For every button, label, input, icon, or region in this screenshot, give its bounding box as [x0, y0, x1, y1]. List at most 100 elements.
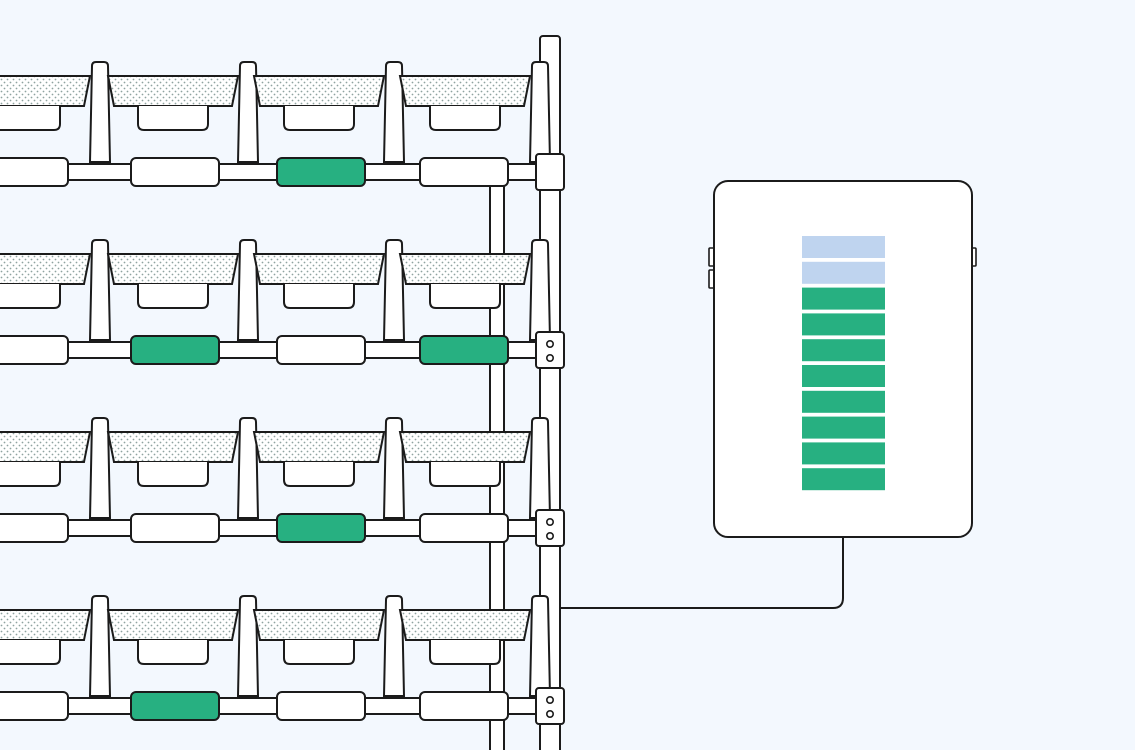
shelf-label-icon	[276, 335, 366, 365]
bolt-icon	[545, 517, 554, 526]
shelf-label-icon	[276, 157, 366, 187]
tray-body	[106, 609, 240, 641]
meter-segment-filled	[802, 468, 885, 491]
tray-divider	[236, 417, 260, 519]
shelf-label-icon	[276, 691, 366, 721]
tray-divider	[88, 595, 112, 697]
tray-body	[252, 253, 386, 285]
tray-divider	[236, 61, 260, 163]
seed-tray-icon	[106, 595, 260, 697]
seed-tray-icon	[252, 595, 406, 697]
bolt-icon	[545, 353, 554, 362]
tray-divider	[236, 239, 260, 341]
shelf-label-icon	[0, 691, 69, 721]
shelf-label-icon	[419, 335, 509, 365]
tray-divider	[528, 595, 552, 697]
post-bracket	[535, 509, 565, 547]
tray-body	[252, 431, 386, 463]
tray-divider	[382, 61, 406, 163]
shelf-label-icon	[0, 513, 69, 543]
seed-tray-icon	[0, 595, 112, 697]
tray-divider	[382, 595, 406, 697]
shelf-label-icon	[419, 157, 509, 187]
tray-body	[398, 609, 532, 641]
tray-divider	[382, 239, 406, 341]
level-meter	[708, 180, 977, 538]
front-post	[539, 35, 561, 750]
tray-divider	[528, 239, 552, 341]
seed-tray-icon	[398, 61, 552, 163]
meter-segment-filled	[802, 313, 885, 336]
shelf-label-icon	[419, 691, 509, 721]
tray-cup	[137, 640, 209, 665]
tray-cup	[429, 106, 501, 131]
tray-body	[0, 253, 92, 285]
seed-tray-icon	[0, 417, 112, 519]
tray-cup	[283, 284, 355, 309]
shelf-1	[0, 61, 565, 191]
tray-divider	[88, 417, 112, 519]
bracket-plate	[535, 153, 565, 191]
level-meter-icon	[708, 180, 977, 538]
tray-body	[0, 75, 92, 107]
tray-cup	[283, 462, 355, 487]
tray-cup	[0, 640, 61, 665]
seed-tray-icon	[252, 61, 406, 163]
bracket-plate	[535, 331, 565, 369]
tray-body	[106, 253, 240, 285]
tray-cup	[283, 640, 355, 665]
tray-cup	[429, 462, 501, 487]
bolt-icon	[545, 531, 554, 540]
bracket-plate	[535, 509, 565, 547]
shelf-label-icon	[0, 335, 69, 365]
bolt-icon	[545, 695, 554, 704]
seed-tray-icon	[398, 417, 552, 519]
meter-segment-filled	[802, 365, 885, 387]
tray-divider	[528, 61, 552, 163]
seed-tray-icon	[106, 239, 260, 341]
tray-divider	[236, 595, 260, 697]
meter-segment-filled	[802, 442, 885, 465]
post-bracket	[535, 331, 565, 369]
meter-segment-empty	[802, 236, 885, 258]
tray-cup	[429, 284, 501, 309]
tray-body	[252, 609, 386, 641]
tray-cup	[283, 106, 355, 131]
tray-cup	[137, 106, 209, 131]
seed-tray-icon	[252, 239, 406, 341]
tray-cup	[0, 106, 61, 131]
bolt-icon	[545, 339, 554, 348]
tray-body	[106, 75, 240, 107]
tray-divider	[382, 417, 406, 519]
tray-body	[398, 75, 532, 107]
shelf-label-icon	[130, 513, 220, 543]
tray-body	[0, 431, 92, 463]
tray-cup	[137, 462, 209, 487]
meter-segment-filled	[802, 416, 885, 439]
tray-cup	[0, 284, 61, 309]
meter-segment-filled	[802, 287, 885, 310]
shelf-label-icon	[130, 157, 220, 187]
tray-body	[0, 609, 92, 641]
rack	[0, 35, 844, 750]
shelf-3	[0, 417, 565, 547]
shelf-label-icon	[419, 513, 509, 543]
tray-body	[398, 253, 532, 285]
post-bracket	[535, 687, 565, 725]
tray-cup	[137, 284, 209, 309]
tray-divider	[88, 61, 112, 163]
tray-body	[106, 431, 240, 463]
bolt-icon	[545, 709, 554, 718]
shelf-4	[0, 595, 565, 725]
connector-cable-icon	[560, 536, 844, 609]
meter-segment-filled	[802, 390, 885, 413]
tray-cup	[429, 640, 501, 665]
seed-tray-icon	[398, 239, 552, 341]
shelf-label-icon	[130, 691, 220, 721]
shelf-2	[0, 239, 565, 369]
post-bracket	[535, 153, 565, 191]
meter-segment-filled	[802, 339, 885, 362]
seed-tray-icon	[252, 417, 406, 519]
shelf-label-icon	[130, 335, 220, 365]
